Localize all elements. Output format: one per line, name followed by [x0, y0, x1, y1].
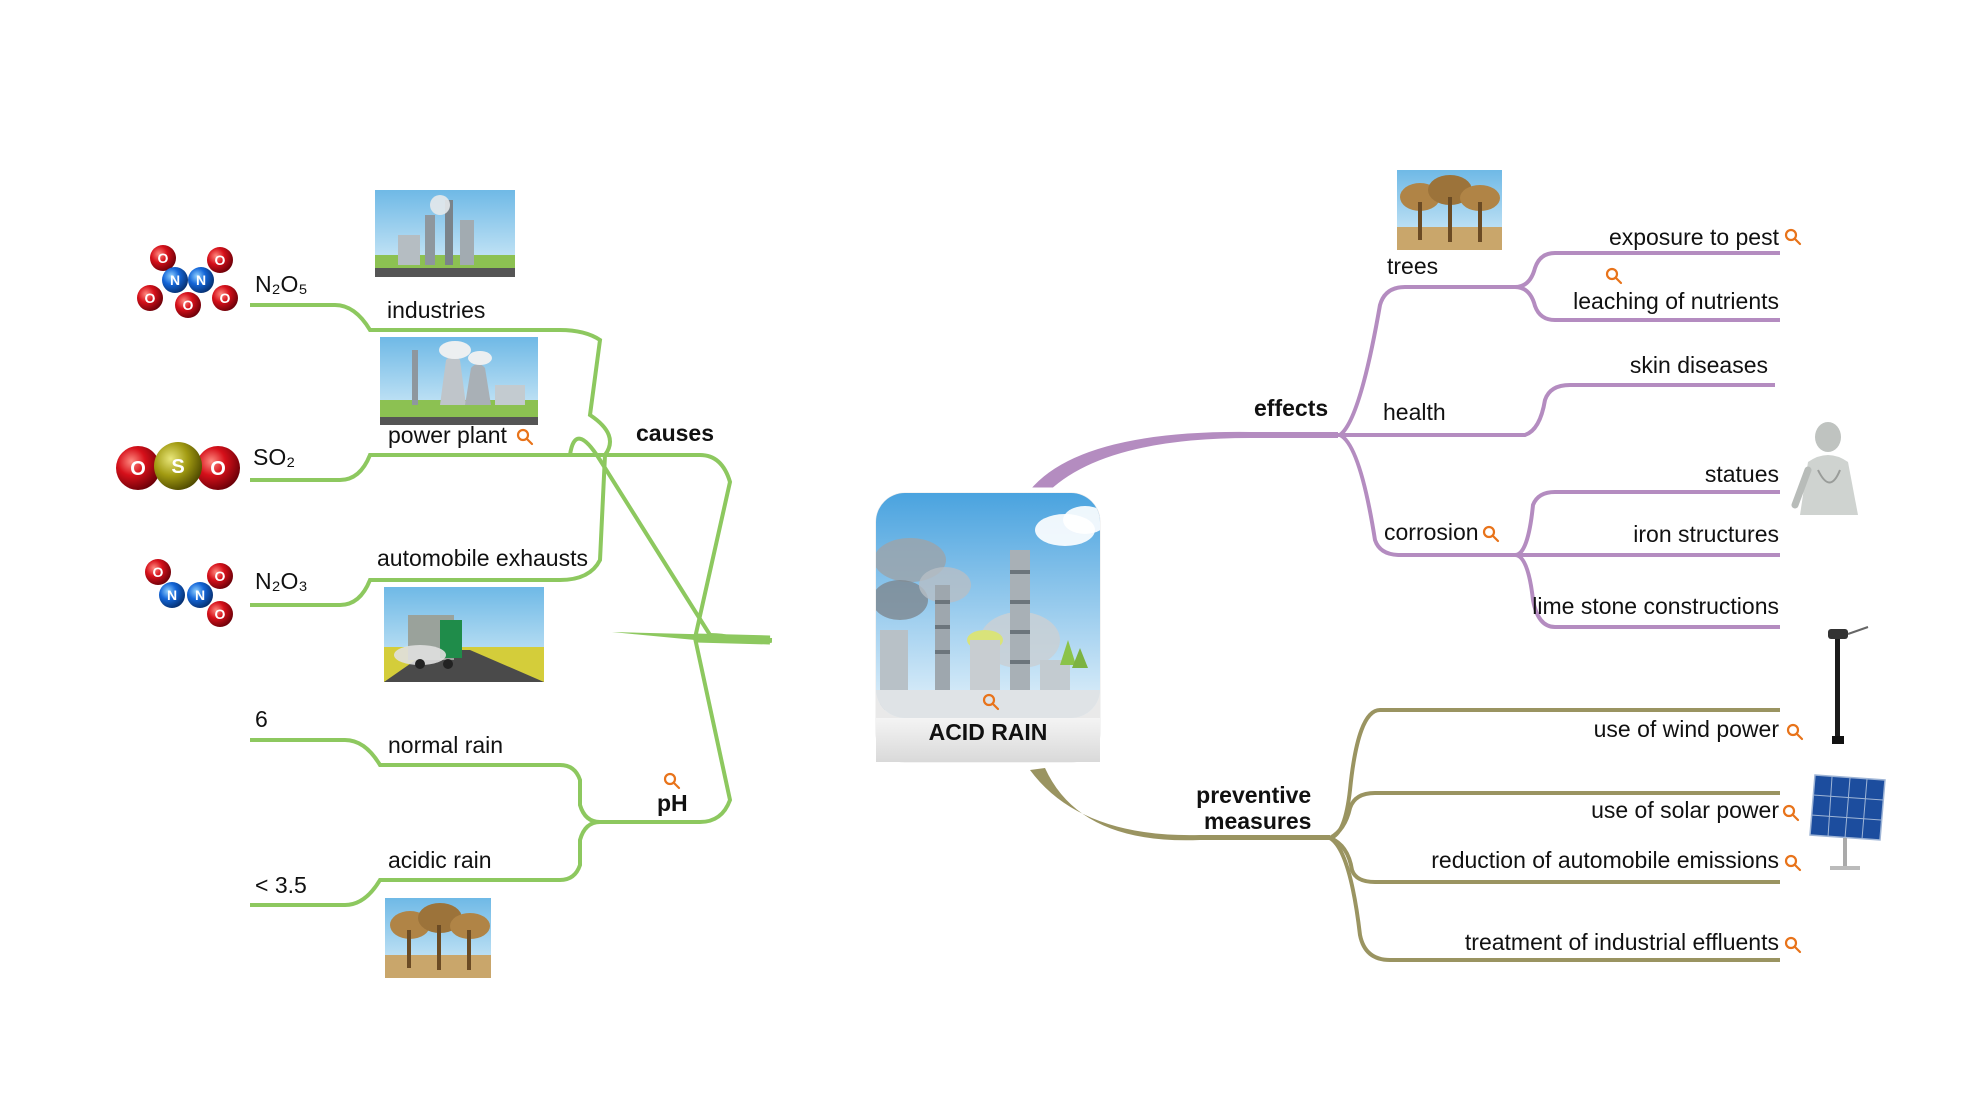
svg-text:N: N [195, 587, 205, 603]
acidic-rain-ph-value: < 3.5 [255, 872, 307, 898]
so2-molecule: O S O [116, 442, 240, 490]
svg-text:S: S [171, 456, 184, 478]
leaching-of-nutrients-label[interactable]: leaching of nutrients [1573, 288, 1779, 314]
causes-label[interactable]: causes [636, 420, 715, 446]
industrial-effluents-label[interactable]: treatment of industrial effluents [1464, 929, 1779, 955]
n2o5-molecule: O O N N O O O [137, 245, 238, 318]
svg-text:N: N [196, 272, 206, 288]
solar-panel-picture [1809, 774, 1886, 870]
normal-rain-ph-value: 6 [255, 706, 268, 732]
automobile-exhausts-label[interactable]: automobile exhausts [377, 545, 588, 571]
svg-text:N: N [170, 272, 180, 288]
industries-picture [375, 190, 515, 277]
statues-label[interactable]: statues [1704, 461, 1779, 487]
svg-text:O: O [183, 297, 194, 313]
search-icon[interactable] [1782, 804, 1800, 822]
power-plant-picture [380, 337, 538, 425]
skin-diseases-label[interactable]: skin diseases [1629, 352, 1768, 378]
n2o3-formula: N₂O₃ [255, 568, 308, 594]
so2-formula: SO₂ [253, 444, 296, 470]
search-icon[interactable] [516, 428, 534, 446]
automobile-picture [384, 587, 544, 682]
search-icon[interactable] [1482, 525, 1500, 543]
svg-text:O: O [215, 252, 226, 268]
ph-label[interactable]: pH [657, 790, 688, 816]
preventive-connectors [1030, 708, 1780, 962]
search-icon[interactable] [982, 693, 1000, 711]
preventive-label-line-2: measures [1204, 808, 1312, 834]
central-node[interactable]: ACID RAIN [870, 487, 1107, 768]
svg-text:O: O [215, 606, 226, 622]
svg-text:O: O [220, 290, 231, 306]
search-icon[interactable] [663, 772, 681, 790]
search-icon[interactable] [1786, 723, 1804, 741]
lime-stone-constructions-label[interactable]: lime stone constructions [1532, 593, 1779, 619]
svg-text:O: O [130, 458, 146, 480]
svg-text:O: O [153, 564, 164, 580]
exposure-to-pest-label[interactable]: exposure to pest [1608, 224, 1779, 250]
acidic-rain-trees-picture [385, 898, 491, 978]
solar-power-label[interactable]: use of solar power [1591, 797, 1779, 823]
n2o3-molecule: O O N N O [145, 559, 233, 627]
statue-picture [1791, 422, 1858, 515]
trees-picture [1397, 170, 1502, 250]
central-title: ACID RAIN [929, 719, 1048, 745]
search-icon[interactable] [1605, 267, 1623, 285]
wind-power-label[interactable]: use of wind power [1593, 716, 1779, 742]
industries-label[interactable]: industries [387, 297, 486, 323]
search-icon[interactable] [1784, 936, 1802, 954]
svg-text:O: O [158, 250, 169, 266]
preventive-label-line-1: preventive [1196, 782, 1312, 808]
svg-text:O: O [210, 458, 226, 480]
svg-text:O: O [145, 290, 156, 306]
power-plant-label[interactable]: power plant [388, 422, 507, 448]
trees-label[interactable]: trees [1387, 253, 1439, 279]
automobile-emissions-label[interactable]: reduction of automobile emissions [1431, 847, 1779, 873]
wind-turbine-picture [1828, 626, 1869, 744]
iron-structures-label[interactable]: iron structures [1633, 521, 1779, 547]
normal-rain-label[interactable]: normal rain [388, 732, 504, 758]
svg-text:O: O [215, 568, 226, 584]
effects-label[interactable]: effects [1254, 395, 1329, 421]
preventive-measures-label[interactable]: preventive measures [1196, 782, 1311, 834]
svg-text:N: N [167, 587, 177, 603]
search-icon[interactable] [1784, 228, 1802, 246]
n2o5-formula: N₂O₅ [255, 271, 308, 297]
acidic-rain-label[interactable]: acidic rain [388, 847, 492, 873]
health-label[interactable]: health [1383, 399, 1446, 425]
search-icon[interactable] [1784, 854, 1802, 872]
effects-connectors [1030, 251, 1780, 629]
corrosion-label[interactable]: corrosion [1384, 519, 1479, 545]
